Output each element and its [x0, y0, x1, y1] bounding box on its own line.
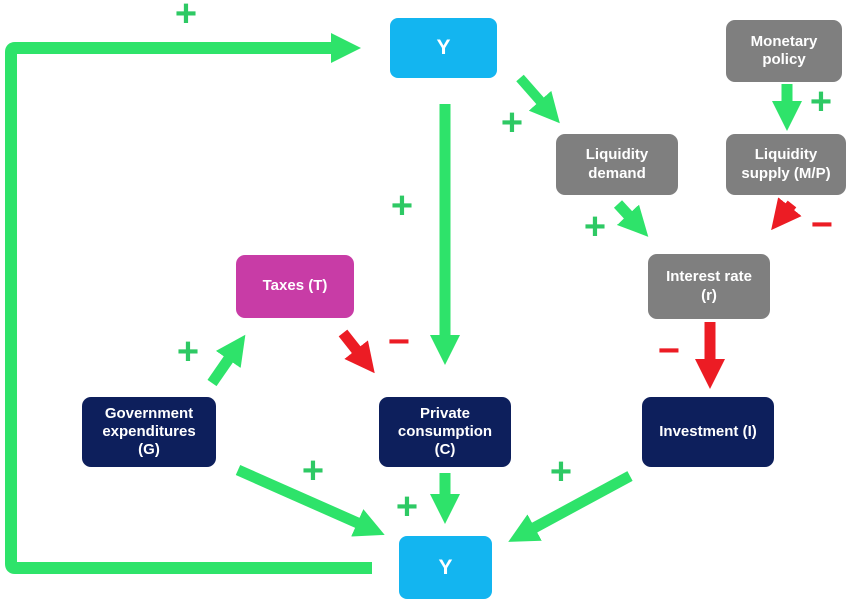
- g-to-y-arrow: [235, 464, 385, 537]
- y-to-liquidity-demand-sign: +: [500, 102, 524, 144]
- feedback-loop-sign: +: [174, 0, 198, 35]
- g-to-taxes-arrow: [207, 334, 246, 387]
- c-to-y-sign: +: [395, 486, 419, 528]
- interest-to-investment-sign: −: [657, 330, 681, 372]
- y-to-consumption-sign: +: [390, 185, 414, 227]
- investment-node: Investment (I): [642, 397, 774, 467]
- liquidity-supply-to-interest-arrow: [771, 197, 802, 231]
- liquidity-supply-to-interest-sign: −: [810, 204, 834, 246]
- i-to-y-arrow: [508, 471, 633, 542]
- monetary-policy-node: Monetary policy: [726, 20, 842, 82]
- liquidity-demand-to-interest-sign: +: [583, 206, 607, 248]
- y-bottom-node: Y: [399, 536, 492, 599]
- interest-rate-node: Interest rate (r): [648, 254, 770, 319]
- i-to-y-sign: +: [549, 451, 573, 493]
- taxes-node: Taxes (T): [236, 255, 354, 318]
- taxes-to-consumption-arrow: [338, 329, 375, 374]
- liquidity-demand-node: Liquidity demand: [556, 134, 678, 195]
- government-expenditures-node: Government expenditures (G): [82, 397, 216, 467]
- y-to-liquidity-demand-arrow: [516, 74, 560, 124]
- liquidity-demand-to-interest-arrow: [613, 200, 649, 237]
- g-to-y-sign: +: [301, 450, 325, 492]
- feedback-loop-arrow: [5, 33, 372, 574]
- monetary-to-liquidity-supply-sign: +: [809, 81, 833, 123]
- y-top-node: Y: [390, 18, 497, 78]
- private-consumption-node: Private consumption (C): [379, 397, 511, 467]
- liquidity-supply-node: Liquidity supply (M/P): [726, 134, 846, 195]
- taxes-to-consumption-sign: −: [387, 321, 411, 363]
- g-to-taxes-sign: +: [176, 331, 200, 373]
